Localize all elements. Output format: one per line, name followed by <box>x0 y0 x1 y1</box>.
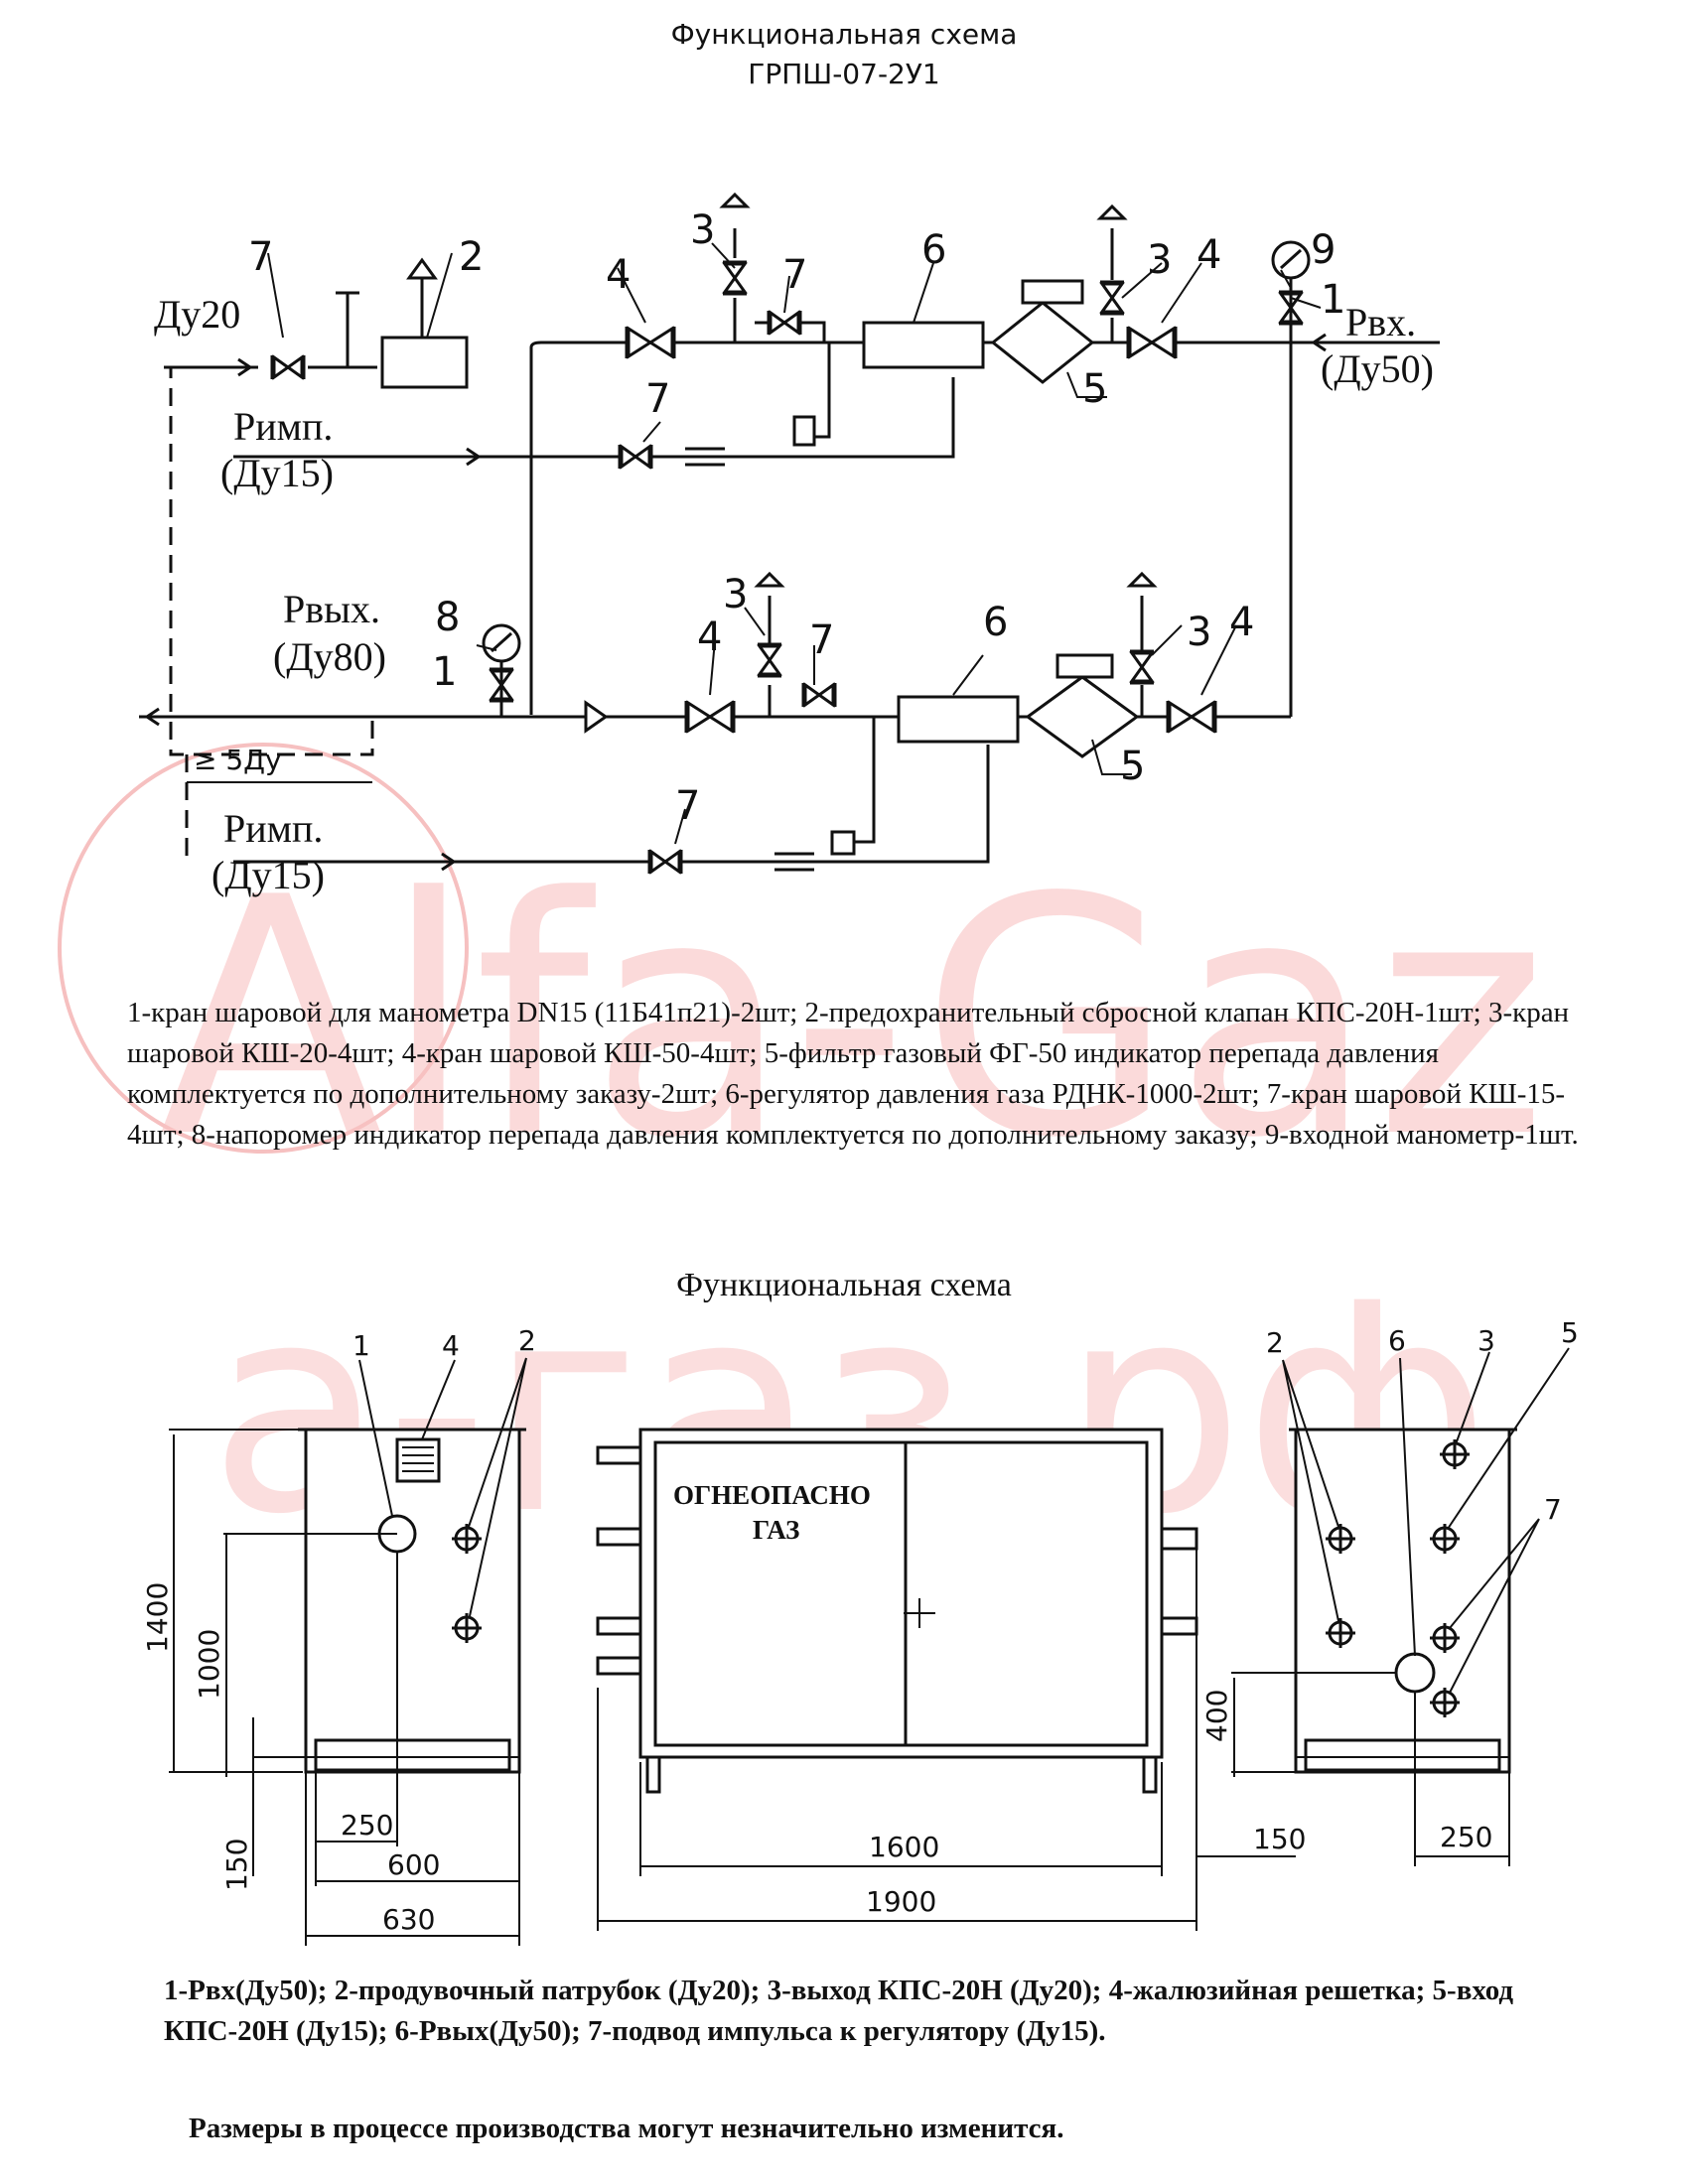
watermark-flame-icon <box>58 743 469 1154</box>
regulator-6-lower <box>897 695 1020 744</box>
num-3: 3 <box>690 207 715 253</box>
safety-branch <box>164 257 469 389</box>
dim-250a: 250 <box>341 1809 393 1842</box>
num-6: 6 <box>1388 1324 1406 1357</box>
page-title: Функциональная схема <box>670 18 1018 51</box>
production-note: Размеры в процессе производства могут не… <box>189 2113 1064 2144</box>
dim-630: 630 <box>382 1903 435 1936</box>
upper-line <box>529 192 1440 717</box>
num-6: 6 <box>921 227 946 273</box>
label-rvh-du: (Ду50) <box>1321 346 1434 391</box>
dim-250b: 250 <box>1440 1821 1492 1853</box>
dim-1600: 1600 <box>869 1831 939 1863</box>
section2-title: Функциональная схема <box>676 1267 1012 1303</box>
num-4: 4 <box>442 1329 460 1362</box>
num-4: 4 <box>697 614 722 660</box>
dim-150b: 150 <box>1253 1823 1306 1855</box>
num-1: 1 <box>352 1329 370 1362</box>
dim-600: 600 <box>387 1848 440 1881</box>
regulator-6-upper <box>862 321 985 369</box>
left-view: 1 4 2 1400 1000 250 150 600 630 <box>141 1324 536 1946</box>
num-2: 2 <box>1266 1326 1284 1359</box>
num-8: 8 <box>435 595 460 640</box>
impulse-line-2 <box>233 717 990 876</box>
label-rvyh-du: (Ду80) <box>273 634 386 679</box>
label-du20: Ду20 <box>154 292 240 337</box>
num-9: 9 <box>1311 227 1336 273</box>
impulse-line-1 <box>233 342 955 471</box>
functional-scheme: Ду20 Римп. (Ду15) Рвх. (Ду50) Рвых. (Ду8… <box>139 192 1440 897</box>
num-7: 7 <box>675 783 700 829</box>
label-rvh: Рвх. <box>1345 300 1416 344</box>
num-4: 4 <box>606 252 631 298</box>
watermark-text-1: Alfa-Gaz <box>159 828 1547 1209</box>
purge-dashed-lines <box>169 365 374 862</box>
num-4: 4 <box>1229 600 1254 645</box>
num-5: 5 <box>1120 744 1145 789</box>
dim-150a: 150 <box>220 1839 253 1891</box>
dim-1900: 1900 <box>866 1885 936 1918</box>
front-view: ОГНЕОПАСНО ГАЗ 1600 1900 <box>596 1428 1198 1931</box>
label-rimp1-du: (Ду15) <box>220 451 334 495</box>
num-7: 7 <box>248 234 273 280</box>
filter-5-lower <box>1025 675 1140 758</box>
dim-400: 400 <box>1200 1690 1233 1742</box>
label-rvyh: Рвых. <box>283 587 380 631</box>
door-label-1: ОГНЕОПАСНО <box>673 1480 871 1510</box>
label-rimp1: Римп. <box>233 404 333 449</box>
label-ge5du: ≥ 5Ду <box>194 744 282 776</box>
relief-valve-2 <box>380 336 469 389</box>
filter-5-upper <box>990 301 1095 384</box>
num-7: 7 <box>809 617 834 663</box>
num-2: 2 <box>459 234 484 280</box>
label-rimp2: Римп. <box>223 806 323 851</box>
num-7: 7 <box>782 252 807 298</box>
num-5: 5 <box>1561 1316 1579 1349</box>
num-7: 7 <box>645 376 670 422</box>
right-view: 2 6 3 5 7 400 150 250 <box>1196 1316 1579 1866</box>
dim-1400: 1400 <box>141 1582 174 1653</box>
legend-text: 1-кран шаровой для манометра DN15 (11Б41… <box>127 997 1579 1151</box>
num-6: 6 <box>983 600 1008 645</box>
num-3: 3 <box>1187 610 1211 655</box>
num-1: 1 <box>1321 277 1345 323</box>
num-2: 2 <box>518 1324 536 1357</box>
num-5: 5 <box>1082 366 1107 412</box>
dim-1000: 1000 <box>193 1629 225 1700</box>
num-1: 1 <box>432 649 457 695</box>
label-rimp2-du: (Ду15) <box>211 853 325 897</box>
num-3: 3 <box>1147 237 1172 283</box>
page-model: ГРПШ-07-2У1 <box>748 58 940 90</box>
num-4: 4 <box>1196 232 1221 278</box>
num-3: 3 <box>1477 1324 1495 1357</box>
num-7: 7 <box>1544 1493 1562 1526</box>
num-3: 3 <box>723 572 748 617</box>
lower-line <box>139 571 1291 758</box>
door-label-2: ГАЗ <box>753 1515 799 1545</box>
legend2-text: 1-Рвх(Ду50); 2-продувочный патрубок (Ду2… <box>164 1975 1514 2047</box>
leader-lines <box>267 242 1322 845</box>
